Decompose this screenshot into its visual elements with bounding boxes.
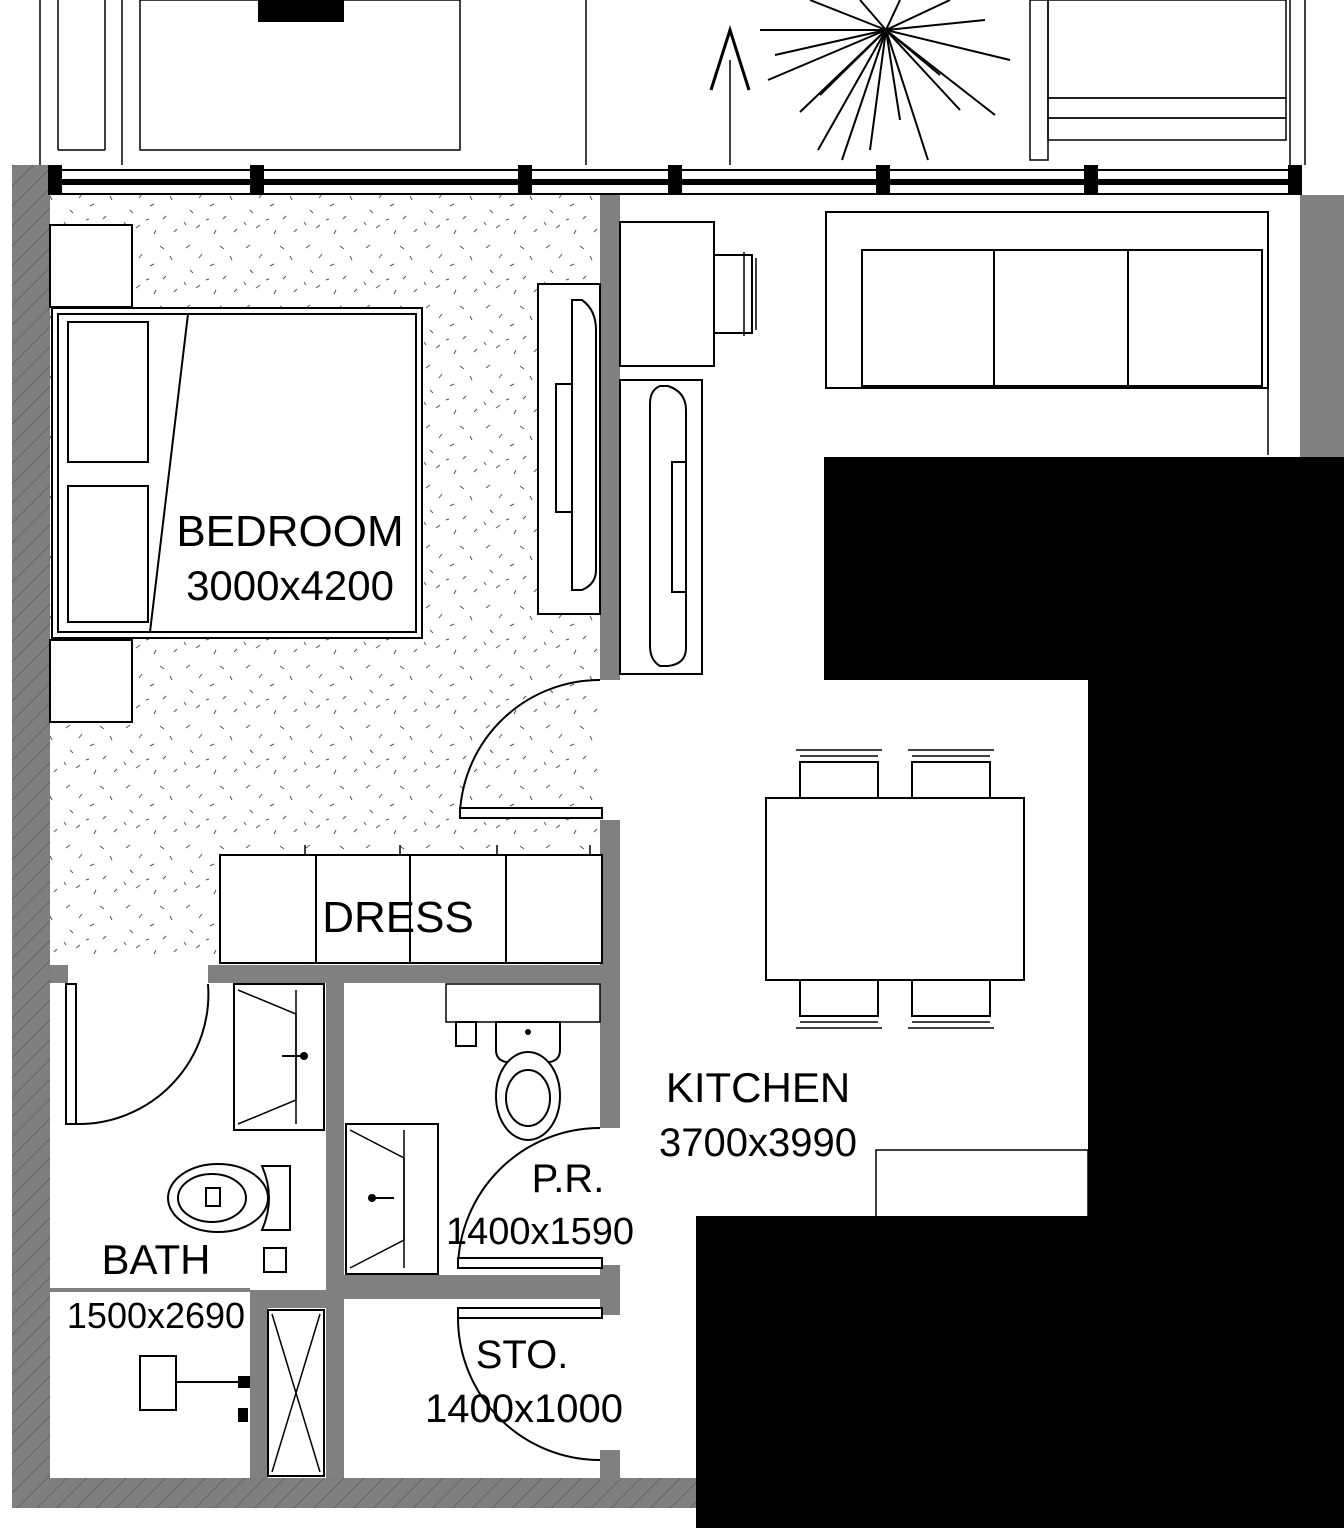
window-line <box>48 165 1302 195</box>
chair-icon <box>796 749 882 799</box>
north-arrow-icon <box>709 25 751 91</box>
redacted-area <box>696 457 1344 1528</box>
chair-icon <box>908 979 994 1029</box>
bath-sink-icon <box>233 983 325 1131</box>
pr-name: P.R. <box>532 1157 605 1201</box>
pr-door[interactable] <box>457 1127 603 1269</box>
bedroom-door[interactable] <box>459 678 603 819</box>
sto-name: STO. <box>476 1333 569 1377</box>
sto-door[interactable] <box>457 1307 603 1461</box>
balcony <box>39 0 1306 165</box>
pr-toilet-icon <box>495 1021 561 1141</box>
bath-door[interactable] <box>65 983 210 1126</box>
shower-icon <box>139 1355 250 1422</box>
desk-with-chair <box>619 221 757 367</box>
plant-icon <box>760 0 1011 161</box>
chair-icon <box>908 749 994 799</box>
bed-icon <box>51 307 423 639</box>
tv-unit <box>537 283 601 615</box>
bedroom-name: BEDROOM <box>176 507 403 556</box>
sto-size: 1400x1000 <box>425 1387 623 1431</box>
balcony-object <box>258 0 344 22</box>
bath-toilet-icon <box>167 1163 291 1273</box>
nightstand <box>49 224 133 308</box>
kitchen-size: 3700x3990 <box>659 1121 857 1165</box>
pr-sink-icon <box>345 1123 439 1275</box>
bath-name: BATH <box>102 1236 211 1283</box>
walls <box>12 165 1344 1508</box>
balcony-lounger <box>1029 0 1306 165</box>
pr-size: 1400x1590 <box>446 1211 634 1253</box>
tv-console <box>619 379 703 675</box>
dining-set <box>765 749 1025 1029</box>
chair-icon <box>796 979 882 1029</box>
dress-unit <box>219 845 603 964</box>
kitchen-counter <box>875 1149 1089 1221</box>
bath-cabinet <box>267 1309 325 1477</box>
bedroom <box>49 195 601 965</box>
kitchen-name: KITCHEN <box>666 1064 850 1111</box>
dress-name: DRESS <box>322 893 474 942</box>
sofa-icon <box>825 211 1269 455</box>
nightstand <box>49 639 133 723</box>
bedroom-size: 3000x4200 <box>186 562 394 609</box>
bath-size: 1500x2690 <box>67 1295 245 1336</box>
